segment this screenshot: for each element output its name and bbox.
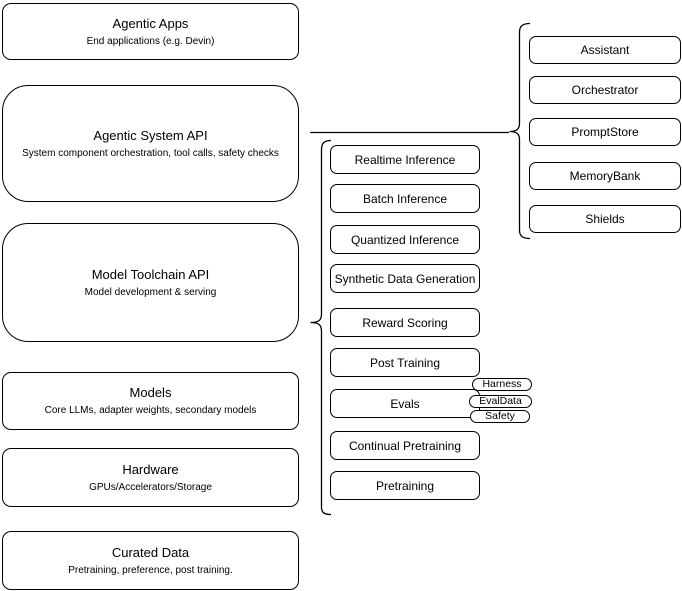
node-memorybank: MemoryBank xyxy=(529,162,681,190)
tag-label: Safety xyxy=(485,410,515,422)
node-assistant: Assistant xyxy=(529,36,681,64)
node-post-training: Post Training xyxy=(330,348,480,377)
node-title: Hardware xyxy=(122,461,179,477)
node-synthetic-data-generation: Synthetic Data Generation xyxy=(330,264,480,293)
node-reward-scoring: Reward Scoring xyxy=(330,308,480,337)
node-models: Models Core LLMs, adapter weights, secon… xyxy=(2,372,299,430)
node-subtitle: End applications (e.g. Devin) xyxy=(86,35,215,47)
node-agentic-apps: Agentic Apps End applications (e.g. Devi… xyxy=(2,3,299,60)
node-label: MemoryBank xyxy=(569,169,641,183)
node-realtime-inference: Realtime Inference xyxy=(330,145,480,174)
node-label: Orchestrator xyxy=(571,83,639,97)
node-continual-pretraining: Continual Pretraining xyxy=(330,431,480,460)
node-subtitle: System component orchestration, tool cal… xyxy=(22,147,279,159)
node-hardware: Hardware GPUs/Accelerators/Storage xyxy=(2,448,299,507)
node-label: Reward Scoring xyxy=(362,315,448,330)
node-orchestrator: Orchestrator xyxy=(529,76,681,104)
node-label: Pretraining xyxy=(375,478,435,493)
tag-label: Harness xyxy=(482,378,522,390)
node-label: Realtime Inference xyxy=(354,152,456,167)
node-evals: Evals xyxy=(330,389,480,418)
node-agentic-system-api: Agentic System API System component orch… xyxy=(2,85,299,202)
node-label: PromptStore xyxy=(571,125,639,139)
node-title: Curated Data xyxy=(111,544,190,560)
node-curated-data: Curated Data Pretraining, preference, po… xyxy=(2,531,299,590)
node-label: Shields xyxy=(585,212,625,226)
node-model-toolchain-api: Model Toolchain API Model development & … xyxy=(2,223,299,342)
node-subtitle: GPUs/Accelerators/Storage xyxy=(89,481,212,493)
node-label: Assistant xyxy=(580,43,630,57)
node-label: Evals xyxy=(390,396,420,411)
node-label: Continual Pretraining xyxy=(348,438,462,453)
node-subtitle: Model development & serving xyxy=(84,286,217,298)
node-title: Models xyxy=(129,385,172,400)
node-title: Agentic Apps xyxy=(112,15,189,31)
node-quantized-inference: Quantized Inference xyxy=(330,225,480,254)
node-label: Quantized Inference xyxy=(350,232,460,247)
tag-harness: Harness xyxy=(472,378,532,391)
tag-evaldata: EvalData xyxy=(469,395,532,408)
node-pretraining: Pretraining xyxy=(330,471,480,500)
tag-label: EvalData xyxy=(479,395,522,407)
node-label: Synthetic Data Generation xyxy=(334,271,476,286)
node-title: Model Toolchain API xyxy=(91,266,210,282)
tag-safety: Safety xyxy=(470,410,530,423)
node-subtitle: Pretraining, preference, post training. xyxy=(68,564,233,576)
node-label: Batch Inference xyxy=(362,191,448,206)
node-shields: Shields xyxy=(529,205,681,233)
node-label: Post Training xyxy=(369,355,441,370)
node-subtitle: Core LLMs, adapter weights, secondary mo… xyxy=(44,405,257,416)
toolchain-brace xyxy=(310,139,332,516)
system-components-brace xyxy=(509,22,531,240)
node-promptstore: PromptStore xyxy=(529,118,681,146)
node-batch-inference: Batch Inference xyxy=(330,184,480,213)
node-title: Agentic System API xyxy=(93,127,208,143)
